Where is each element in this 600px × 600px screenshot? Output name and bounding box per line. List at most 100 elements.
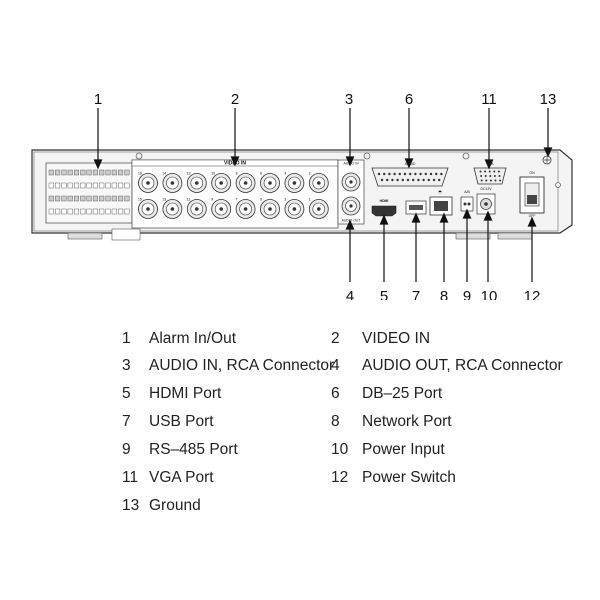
alarm-pin [92,208,98,215]
alarm-pin [55,208,61,215]
alarm-pin [92,195,98,202]
bnc-channel-number: 5 [260,198,262,202]
alarm-pin [55,182,61,189]
audio-rca-block: AUDIO IN AUDIO OUT [337,159,365,225]
callout-6: 6 [405,91,413,108]
bnc-connector: 10 [211,172,232,193]
legend-number: 7 [122,413,131,430]
alarm-pin [118,182,124,189]
alarm-pin [61,195,67,202]
legend-number: 5 [122,385,131,402]
legend-label: Power Input [362,441,445,458]
legend-item: 5 HDMI Port [122,385,221,403]
bnc-connector: 3 [284,198,305,219]
alarm-pin [48,208,54,215]
bnc-connector: 8 [236,172,256,193]
switch-on-label: ON [529,171,535,175]
callout-7: 7 [412,288,420,300]
callout-1: 1 [94,91,102,108]
alarm-pin [48,169,54,176]
alarm-pin [80,169,86,176]
alarm-pin [118,169,124,176]
alarm-pin [105,182,111,189]
alarm-pin [61,208,67,215]
alarm-pin [111,182,117,189]
legend-item: 11 VGA Port [122,469,214,487]
alarm-pin [92,169,98,176]
alarm-pin [55,169,61,176]
alarm-pin [48,195,54,202]
alarm-pin [99,182,105,189]
legend-number: 11 [122,469,139,486]
hdmi-label: HDMI [380,199,389,203]
power-input-label: DC12V [481,187,493,191]
hdmi-port: HDMI [371,199,397,217]
legend-number: 13 [122,497,140,514]
legend-label: AUDIO OUT, RCA Connector [362,357,563,374]
legend-number: 10 [331,441,349,458]
port-legend: 1 Alarm In/Out 2 VIDEO IN 3 AUDIO IN, RC… [0,326,600,526]
legend-item: 7 USB Port [122,413,214,431]
bnc-connector: 4 [284,172,305,193]
callout-2: 2 [231,91,239,108]
callout-11: 11 [481,91,497,108]
network-port: ⬒ [429,190,453,216]
legend-item: 10 Power Input [331,441,445,459]
legend-label: HDMI Port [149,385,222,402]
legend-item: 13 Ground [122,497,201,515]
power-switch: ON OFF [519,171,545,218]
alarm-pin [99,208,105,215]
rs485-label: A/B [464,190,470,194]
audio-out-label: AUDIO OUT [342,219,361,223]
legend-number: 1 [122,330,131,347]
alarm-pin [92,182,98,189]
legend-number: 3 [122,357,131,374]
legend-label: VIDEO IN [362,330,431,347]
rs485-port: A/B [460,190,474,212]
bnc-connector: 16 [138,172,158,193]
legend-item: 2 VIDEO IN [331,330,430,348]
bnc-channel-number: 2 [309,172,311,176]
alarm-pin [124,195,130,202]
legend-number: 4 [331,357,340,374]
alarm-pin [73,169,79,176]
audio-in-rca-connector [341,172,361,192]
bnc-connector: 7 [236,198,256,219]
audio-out-rca-connector [341,196,361,216]
bnc-connector: 13 [162,198,183,219]
alarm-pin [99,195,105,202]
legend-label: Alarm In/Out [149,330,236,347]
alarm-pin [80,195,86,202]
alarm-pin [111,195,117,202]
alarm-pin [67,195,73,202]
alarm-pin [118,195,124,202]
bnc-connector: 14 [162,172,183,193]
bnc-channel-number: 6 [260,172,262,176]
bnc-channel-number: 16 [138,172,142,176]
bnc-channel-number: 4 [284,172,286,176]
bnc-channel-number: 3 [284,198,286,202]
alarm-terminal-block [45,162,133,224]
bnc-channel-number: 11 [187,198,191,202]
alarm-pin [105,208,111,215]
legend-item: 1 Alarm In/Out [122,330,236,348]
bnc-channel-number: 8 [236,172,238,176]
callout-9: 9 [463,288,471,300]
alarm-pin [61,169,67,176]
ground-terminal [542,155,552,165]
legend-label: USB Port [149,413,214,430]
legend-item: 6 DB–25 Port [331,385,442,403]
callout-10: 10 [481,288,498,300]
legend-number: 6 [331,385,340,402]
bnc-channel-number: 9 [211,198,213,202]
bnc-channel-number: 12 [187,172,191,176]
alarm-pin [111,208,117,215]
bnc-connector: 9 [211,198,232,219]
alarm-pin [86,169,92,176]
callout-4: 4 [346,288,354,300]
legend-number: 2 [331,330,340,347]
alarm-pin [73,195,79,202]
alarm-pin [55,195,61,202]
